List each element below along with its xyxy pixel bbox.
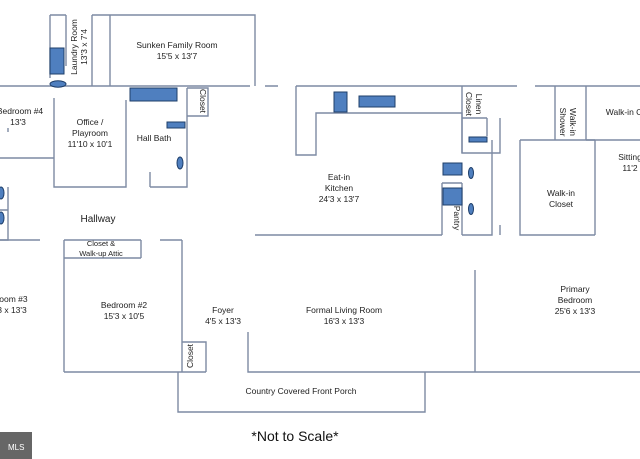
- office-name-2: Playroom: [72, 128, 108, 138]
- attic-name-2: Walk-up Attic: [79, 249, 123, 258]
- sitting-dims: 11'2: [622, 163, 637, 173]
- counter-sink-icon: [358, 95, 396, 108]
- foyer-closet-label: Closet: [185, 343, 195, 368]
- dryer-vent-icon: [49, 80, 67, 88]
- kitchen-dims: 24'3 x 13'7: [319, 194, 360, 204]
- stove-icon: [333, 91, 348, 113]
- vanity-icon-2: [442, 187, 463, 206]
- office-dims: 11'10 x 10'1: [68, 139, 113, 149]
- front-porch-label: Country Covered Front Porch: [245, 386, 356, 396]
- bedroom2-dims: 15'3 x 10'5: [104, 311, 145, 321]
- watermark-background: [0, 432, 32, 459]
- bedroom3-dims: 3 x 13'3: [0, 305, 27, 315]
- hall-bath-label: Hall Bath: [137, 133, 172, 143]
- primary-bedroom-name-1: Primary: [560, 284, 590, 294]
- living-room-name: Formal Living Room: [306, 305, 382, 315]
- laundry-room-label: Laundry Room13'3 x 7'4: [69, 19, 89, 75]
- kitchen-name-2: Kitchen: [325, 183, 354, 193]
- attic-name-1: Closet &: [87, 239, 115, 248]
- walk-in-closet-right-label: Walk-in Cl: [606, 107, 640, 117]
- shelf-icon: [468, 136, 488, 143]
- toilet-icon-3: [468, 203, 474, 215]
- walk-in-shower-label: Walk-inShower: [558, 108, 578, 137]
- sink-icon: [442, 162, 463, 176]
- toilet-icon-left: [0, 186, 5, 200]
- toilet-icon: [176, 156, 184, 170]
- not-to-scale-note: *Not to Scale*: [251, 428, 339, 444]
- primary-bedroom-name-2: Bedroom: [558, 295, 593, 305]
- fixtures: [0, 47, 488, 225]
- living-room-dims: 16'3 x 13'3: [324, 316, 365, 326]
- pantry-label: Pantry: [452, 206, 462, 231]
- bathtub-icon: [129, 87, 178, 102]
- hallway-label: Hallway: [80, 214, 115, 225]
- primary-bedroom-dims: 25'6 x 13'3: [555, 306, 596, 316]
- mls-watermark: MLS: [0, 432, 32, 459]
- bedroom4-name: Bedroom #4: [0, 106, 43, 116]
- sitting-name: Sitting: [618, 152, 640, 162]
- foyer-name: Foyer: [212, 305, 234, 315]
- vanity-icon: [166, 121, 186, 129]
- bedroom2-name: Bedroom #2: [101, 300, 148, 310]
- family-room-name: Sunken Family Room: [136, 40, 217, 50]
- bedroom4-dims: 13'3: [10, 117, 26, 127]
- walk-in-closet-name-1: Walk-in: [547, 188, 575, 198]
- family-room-dims: 15'5 x 13'7: [157, 51, 198, 61]
- toilet-icon-2: [468, 167, 474, 179]
- sink-icon-left: [0, 211, 5, 225]
- walls: [0, 14, 640, 413]
- watermark-text: MLS: [8, 443, 24, 452]
- foyer-dims: 4'5 x 13'3: [205, 316, 241, 326]
- washer-icon: [49, 47, 65, 75]
- kitchen-name-1: Eat-in: [328, 172, 350, 182]
- walk-in-closet-name-2: Closet: [549, 199, 574, 209]
- bath-closet-label: Closet: [198, 89, 208, 114]
- linen-closet-label: LinenCloset: [464, 92, 484, 117]
- room-labels: Laundry Room13'3 x 7'4 Closet LinenClose…: [0, 19, 640, 396]
- bedroom3-name: room #3: [0, 294, 28, 304]
- office-name-1: Office /: [77, 117, 104, 127]
